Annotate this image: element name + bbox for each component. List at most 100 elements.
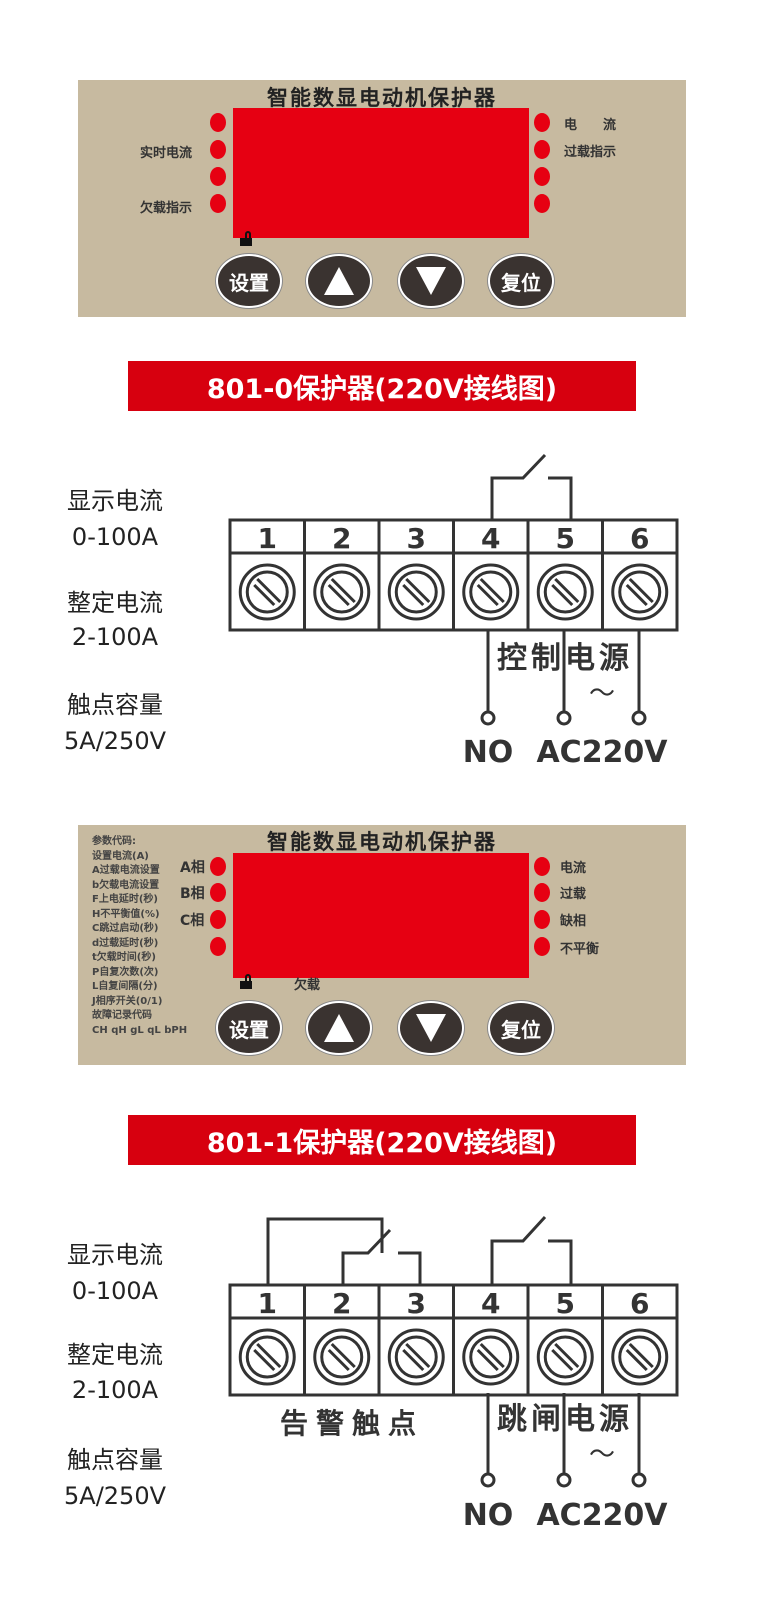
trip-power-label: 跳闸电源	[497, 1402, 633, 1437]
led-indicator	[534, 113, 550, 132]
screw-head	[543, 1335, 587, 1379]
screw-terminal-icon	[387, 563, 445, 621]
led-phase-a	[210, 857, 226, 876]
up-button[interactable]	[306, 254, 372, 308]
code-item: b欠载电流设置	[92, 879, 160, 891]
screw-slot	[330, 577, 356, 604]
reset-button[interactable]: 复位	[488, 254, 554, 308]
screw-slot	[551, 583, 574, 607]
screw-head	[320, 1335, 364, 1379]
code-item: J相序开关(0/1)	[92, 995, 163, 1007]
spec-contact-value: 5A/250V	[64, 727, 166, 755]
screw-terminal-icon	[313, 563, 371, 621]
screw-terminal-icon	[387, 1328, 445, 1386]
screw-terminal-icon	[536, 563, 594, 621]
label-phase-c: C相	[180, 913, 205, 929]
screw-slot	[479, 1342, 505, 1369]
screw-slot	[256, 1342, 282, 1369]
spec-display-value: 0-100A	[71, 1277, 159, 1305]
screw-terminal-icon	[536, 1328, 594, 1386]
up-button[interactable]	[306, 1001, 372, 1055]
set-button[interactable]: 设置	[216, 254, 282, 308]
label-phase-loss: 缺相	[560, 914, 587, 929]
code-item: 参数代码:	[92, 836, 136, 847]
screw-slot	[551, 1348, 574, 1372]
alarm-contact-label: 告警触点	[280, 1407, 424, 1440]
screw-slot	[402, 1348, 425, 1372]
label-unbalance: 不平衡	[560, 942, 600, 957]
label-phase-b: B相	[180, 886, 205, 902]
ac220v-label: AC220V	[536, 735, 668, 770]
label-phase-a: A相	[180, 860, 205, 876]
led-phase-b	[210, 883, 226, 902]
code-item: t欠载时间(秒)	[92, 952, 156, 963]
screw-terminal-icon	[462, 563, 520, 621]
led-indicator	[210, 167, 226, 186]
led-indicator	[534, 140, 550, 159]
down-arrow-icon	[416, 267, 446, 295]
spec-setting-value: 2-100A	[71, 1376, 159, 1404]
spec-display-label: 显示电流	[67, 1241, 163, 1269]
down-arrow-icon	[416, 1014, 446, 1042]
down-button[interactable]	[398, 254, 464, 308]
label-realtime-current: 实时电流	[140, 146, 193, 161]
screw-head	[245, 570, 289, 614]
no-label: NO	[463, 1498, 514, 1533]
led-indicator	[534, 937, 550, 956]
led-indicator	[210, 140, 226, 159]
led-indicator	[210, 194, 226, 213]
set-button[interactable]: 设置	[216, 1001, 282, 1055]
screw-slot	[476, 1348, 499, 1372]
screw-head	[543, 570, 587, 614]
screw-head	[469, 570, 513, 614]
terminal-number: 4	[481, 522, 500, 555]
up-arrow-icon	[324, 267, 354, 295]
led-indicator	[534, 857, 550, 876]
led-indicator	[210, 937, 226, 956]
no-label: NO	[463, 735, 514, 770]
spec-setting-label: 整定电流	[67, 1341, 163, 1369]
controller-panel-801-0: 智能数显电动机保护器 实时电流 欠载指示 电 流 过载指示 设置 复位	[78, 80, 686, 317]
led-indicator	[534, 194, 550, 213]
screw-terminal-icon	[611, 1328, 669, 1386]
spec-contact-label: 触点容量	[67, 691, 163, 719]
up-arrow-icon	[324, 1014, 354, 1042]
spec-display-label: 显示电流	[67, 487, 163, 515]
reset-button[interactable]: 复位	[488, 1001, 554, 1055]
code-item: 设置电流(A)	[92, 850, 149, 862]
panel-title: 智能数显电动机保护器	[267, 830, 497, 854]
screw-terminal-icon	[238, 563, 296, 621]
screw-slot	[327, 583, 350, 607]
code-item: L自复间隔(分)	[92, 981, 158, 992]
terminal-number: 5	[556, 1287, 575, 1320]
screw-slot	[628, 577, 654, 604]
screw-terminal-icon	[462, 1328, 520, 1386]
label-underload: 欠载指示	[140, 201, 193, 216]
screw-slot	[476, 583, 499, 607]
screw-slot	[554, 577, 580, 604]
spec-display-value: 0-100A	[71, 523, 159, 551]
section-banner-801-1: 801-1保护器(220V接线图)	[128, 1115, 636, 1165]
screw-slot	[625, 583, 648, 607]
label-current: 电 流	[564, 118, 617, 133]
terminal-number: 5	[556, 522, 575, 555]
unlock-icon	[240, 974, 252, 989]
screw-head	[618, 570, 662, 614]
screw-head	[394, 570, 438, 614]
screw-head	[320, 570, 364, 614]
screw-slot	[330, 1342, 356, 1369]
ac-symbol: ～	[589, 1440, 615, 1470]
control-power-label: 控制电源	[497, 641, 633, 676]
led-indicator	[534, 167, 550, 186]
screw-slot	[402, 583, 425, 607]
screw-slot	[479, 577, 505, 604]
down-button[interactable]	[398, 1001, 464, 1055]
controller-panel-801-1: 智能数显电动机保护器 参数代码: 设置电流(A) A过载电流设置 b欠载电流设置…	[78, 825, 686, 1065]
code-item: H不平衡值(%)	[92, 908, 160, 920]
section-banner-801-0: 801-0保护器(220V接线图)	[128, 361, 636, 411]
screw-slot	[628, 1342, 654, 1369]
code-item: P自复次数(次)	[92, 966, 159, 978]
screw-terminal-icon	[611, 563, 669, 621]
code-item: C跳过启动(秒)	[92, 923, 159, 934]
